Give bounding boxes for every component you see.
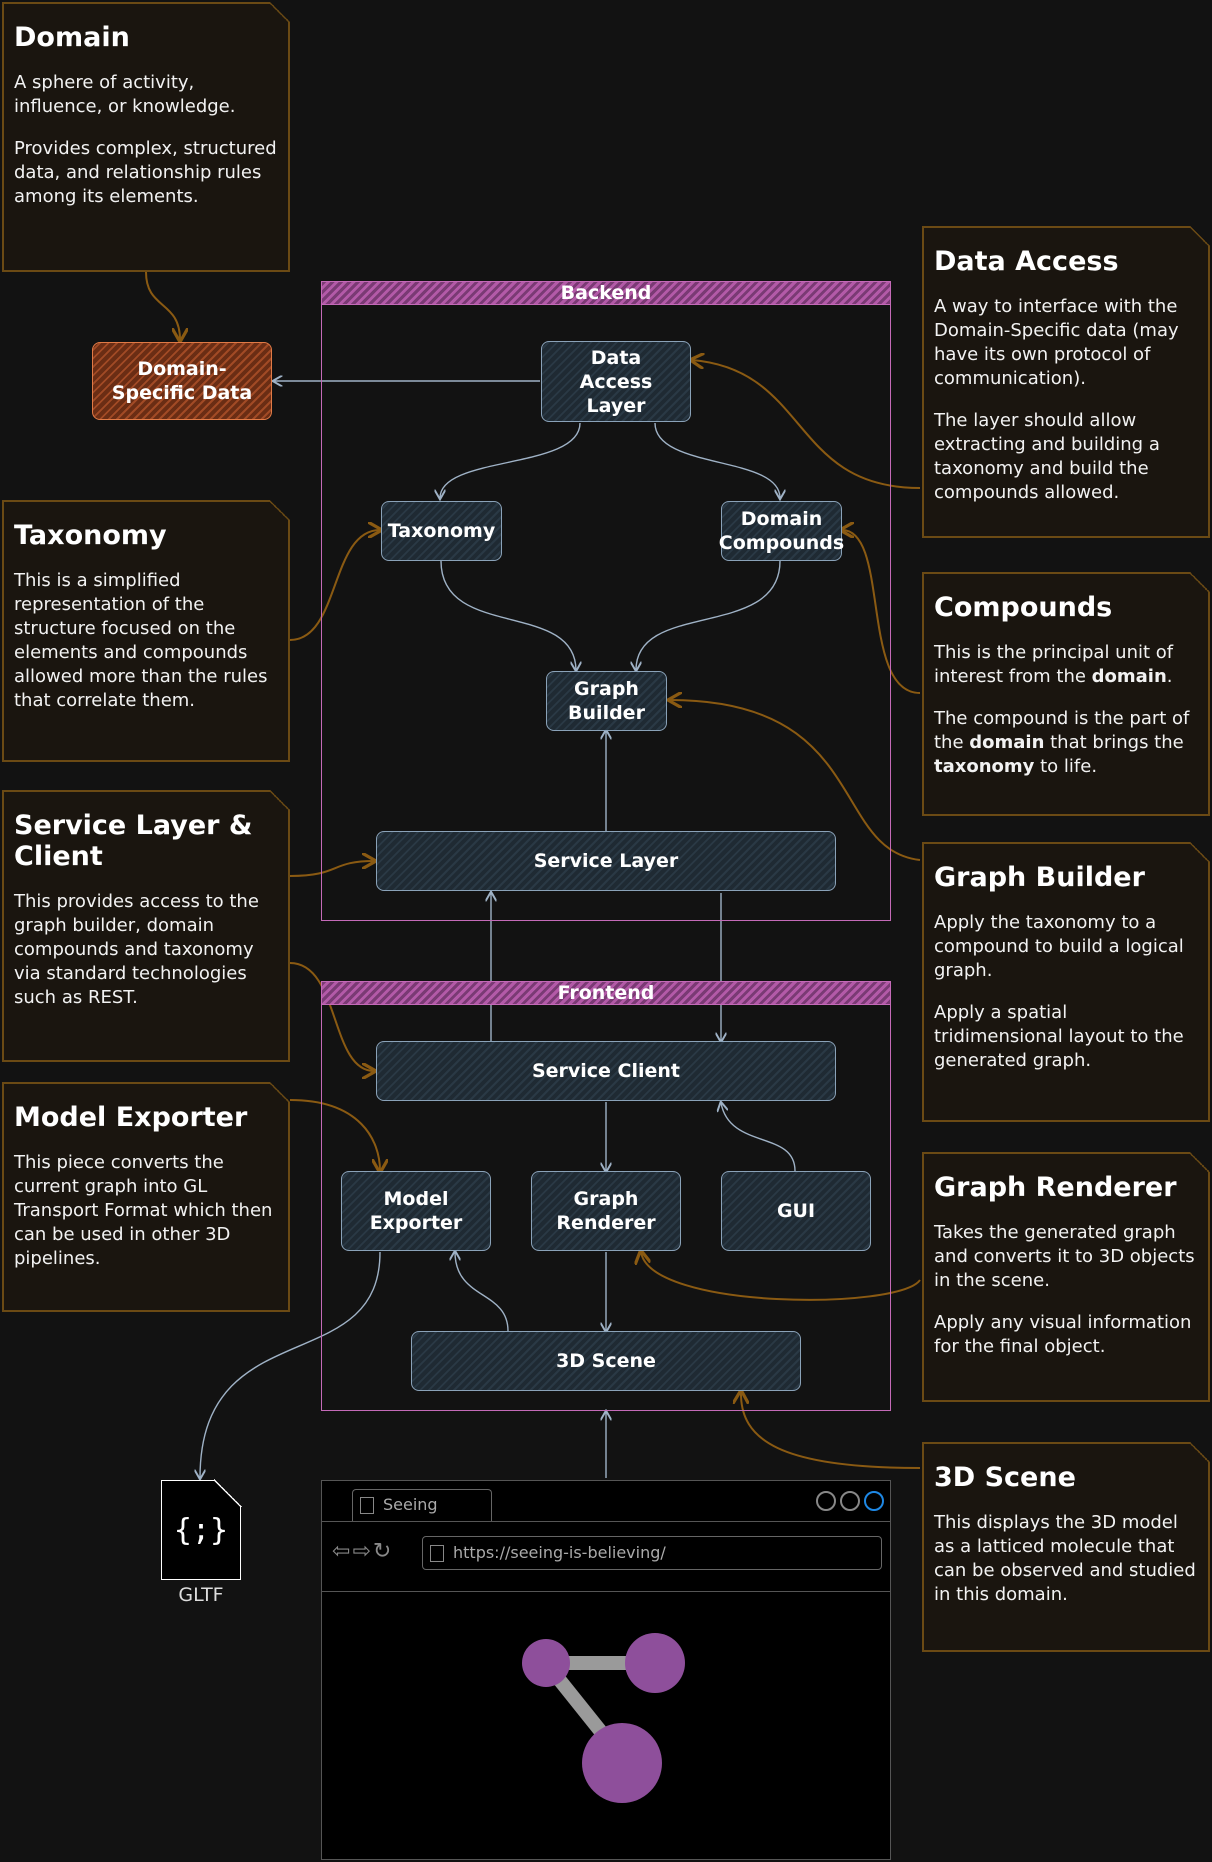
note-link-graph-builder	[670, 700, 921, 861]
note-link-service-client	[289, 962, 374, 1071]
note-title: Service Layer & Client	[14, 810, 253, 873]
note-title: Model Exporter	[14, 1102, 248, 1133]
node-3d-scene[interactable]: 3D Scene	[411, 1331, 801, 1391]
forward-icon[interactable]: ⇨	[352, 1539, 373, 1564]
note-title: 3D Scene	[934, 1462, 1076, 1493]
edge-taxonomy-to-graph-builder	[440, 560, 576, 670]
note-text: This is a simplified representation of t…	[14, 570, 268, 712]
note-title: Graph Renderer	[934, 1172, 1177, 1203]
note-link-data-access	[692, 360, 921, 489]
note-domain: Domain A sphere of activity, influence, …	[2, 2, 290, 272]
node-data-access-layer[interactable]: Data Access Layer	[541, 341, 691, 422]
note-link-graph-renderer	[641, 1252, 921, 1301]
note-text: Apply the taxonomy to a compound to buil…	[934, 912, 1184, 982]
browser-window: Seeing ⇦⇨↻ https://seeing-is-believing/	[321, 1480, 891, 1860]
note-graph-renderer: Graph Renderer Takes the generated graph…	[922, 1152, 1210, 1402]
backend-group: Backend	[321, 281, 891, 921]
note-model-exporter: Model Exporter This piece converts the c…	[2, 1082, 290, 1312]
frontend-group: Frontend	[321, 981, 891, 1411]
note-text: Provides complex, structured data, and r…	[14, 138, 277, 208]
reload-icon[interactable]: ↻	[372, 1539, 394, 1564]
edge-data-access-to-taxonomy	[440, 422, 581, 498]
molecule-atom	[582, 1723, 662, 1803]
note-link-service-layer	[289, 861, 374, 877]
gltf-file-label: GLTF	[178, 1584, 224, 1606]
address-bar-url: https://seeing-is-believing/	[453, 1543, 666, 1562]
note-taxonomy: Taxonomy This is a simplified representa…	[2, 500, 290, 762]
browser-tab[interactable]: Seeing	[352, 1489, 492, 1521]
note-link-compounds	[842, 530, 921, 694]
gltf-file-icon: {;}	[161, 1479, 242, 1580]
nav-icons: ⇦⇨↻	[332, 1539, 393, 1564]
note-3d-scene: 3D Scene This displays the 3D model as a…	[922, 1442, 1210, 1652]
note-title: Data Access	[934, 246, 1119, 277]
note-text: This displays the 3D model as a latticed…	[934, 1512, 1196, 1606]
node-taxonomy[interactable]: Taxonomy	[381, 501, 502, 561]
note-text: A way to interface with the Domain-Speci…	[934, 296, 1179, 390]
molecule-atom	[625, 1633, 685, 1693]
note-text: A sphere of activity, influence, or know…	[14, 72, 236, 118]
note-text: This is the principal unit of interest f…	[934, 642, 1174, 688]
note-compounds: Compounds This is the principal unit of …	[922, 572, 1210, 816]
backend-label: Backend	[322, 282, 890, 305]
node-gui[interactable]: GUI	[721, 1171, 871, 1251]
note-title: Compounds	[934, 592, 1113, 623]
note-title: Graph Builder	[934, 862, 1145, 893]
window-maximize-icon[interactable]	[840, 1491, 860, 1511]
node-graph-renderer[interactable]: Graph Renderer	[531, 1171, 681, 1251]
node-domain-specific-data[interactable]: Domain-Specific Data	[92, 342, 272, 420]
note-service-layer-client: Service Layer & Client This provides acc…	[2, 790, 290, 1062]
viewport-divider	[322, 1591, 890, 1592]
molecule-render	[522, 1633, 685, 1803]
note-link-taxonomy	[289, 530, 380, 641]
back-icon[interactable]: ⇦	[332, 1539, 353, 1564]
note-link-domain	[145, 271, 180, 340]
note-title: Domain	[14, 22, 130, 53]
frontend-label: Frontend	[322, 982, 890, 1005]
note-graph-builder: Graph Builder Apply the taxonomy to a co…	[922, 842, 1210, 1122]
note-text: The compound is the part of the domain t…	[934, 708, 1190, 778]
note-text: The layer should allow extracting and bu…	[934, 410, 1160, 504]
toolbar-divider	[322, 1521, 890, 1522]
edge-exporter-to-gltf	[200, 1251, 381, 1478]
edge-data-access-to-compounds	[654, 422, 780, 498]
note-text: This piece converts the current graph in…	[14, 1152, 273, 1270]
note-text: Apply a spatial tridimensional layout to…	[934, 1002, 1184, 1072]
node-service-layer[interactable]: Service Layer	[376, 831, 836, 891]
note-data-access: Data Access A way to interface with the …	[922, 226, 1210, 538]
browser-tab-title: Seeing	[383, 1495, 438, 1514]
note-link-scene	[741, 1392, 921, 1469]
note-link-exporter	[289, 1099, 380, 1171]
note-text: Takes the generated graph and converts i…	[934, 1222, 1195, 1292]
edge-gui-to-client	[721, 1103, 796, 1172]
window-minimize-icon[interactable]	[816, 1491, 836, 1511]
node-domain-compounds[interactable]: Domain Compounds	[719, 501, 844, 561]
page-icon	[360, 1497, 374, 1514]
note-title: Taxonomy	[14, 520, 167, 551]
edge-compounds-to-graph-builder	[636, 560, 781, 670]
molecule-atom	[522, 1639, 570, 1687]
node-model-exporter[interactable]: Model Exporter	[341, 1171, 491, 1251]
node-service-client[interactable]: Service Client	[376, 1041, 836, 1101]
note-text: Apply any visual information for the fin…	[934, 1312, 1192, 1358]
window-close-icon[interactable]	[864, 1491, 884, 1511]
page-icon	[430, 1545, 444, 1562]
address-bar[interactable]: https://seeing-is-believing/	[422, 1536, 882, 1570]
node-graph-builder[interactable]: Graph Builder	[546, 671, 667, 731]
note-text: This provides access to the graph builde…	[14, 891, 259, 1009]
edge-scene-to-exporter	[455, 1252, 509, 1332]
